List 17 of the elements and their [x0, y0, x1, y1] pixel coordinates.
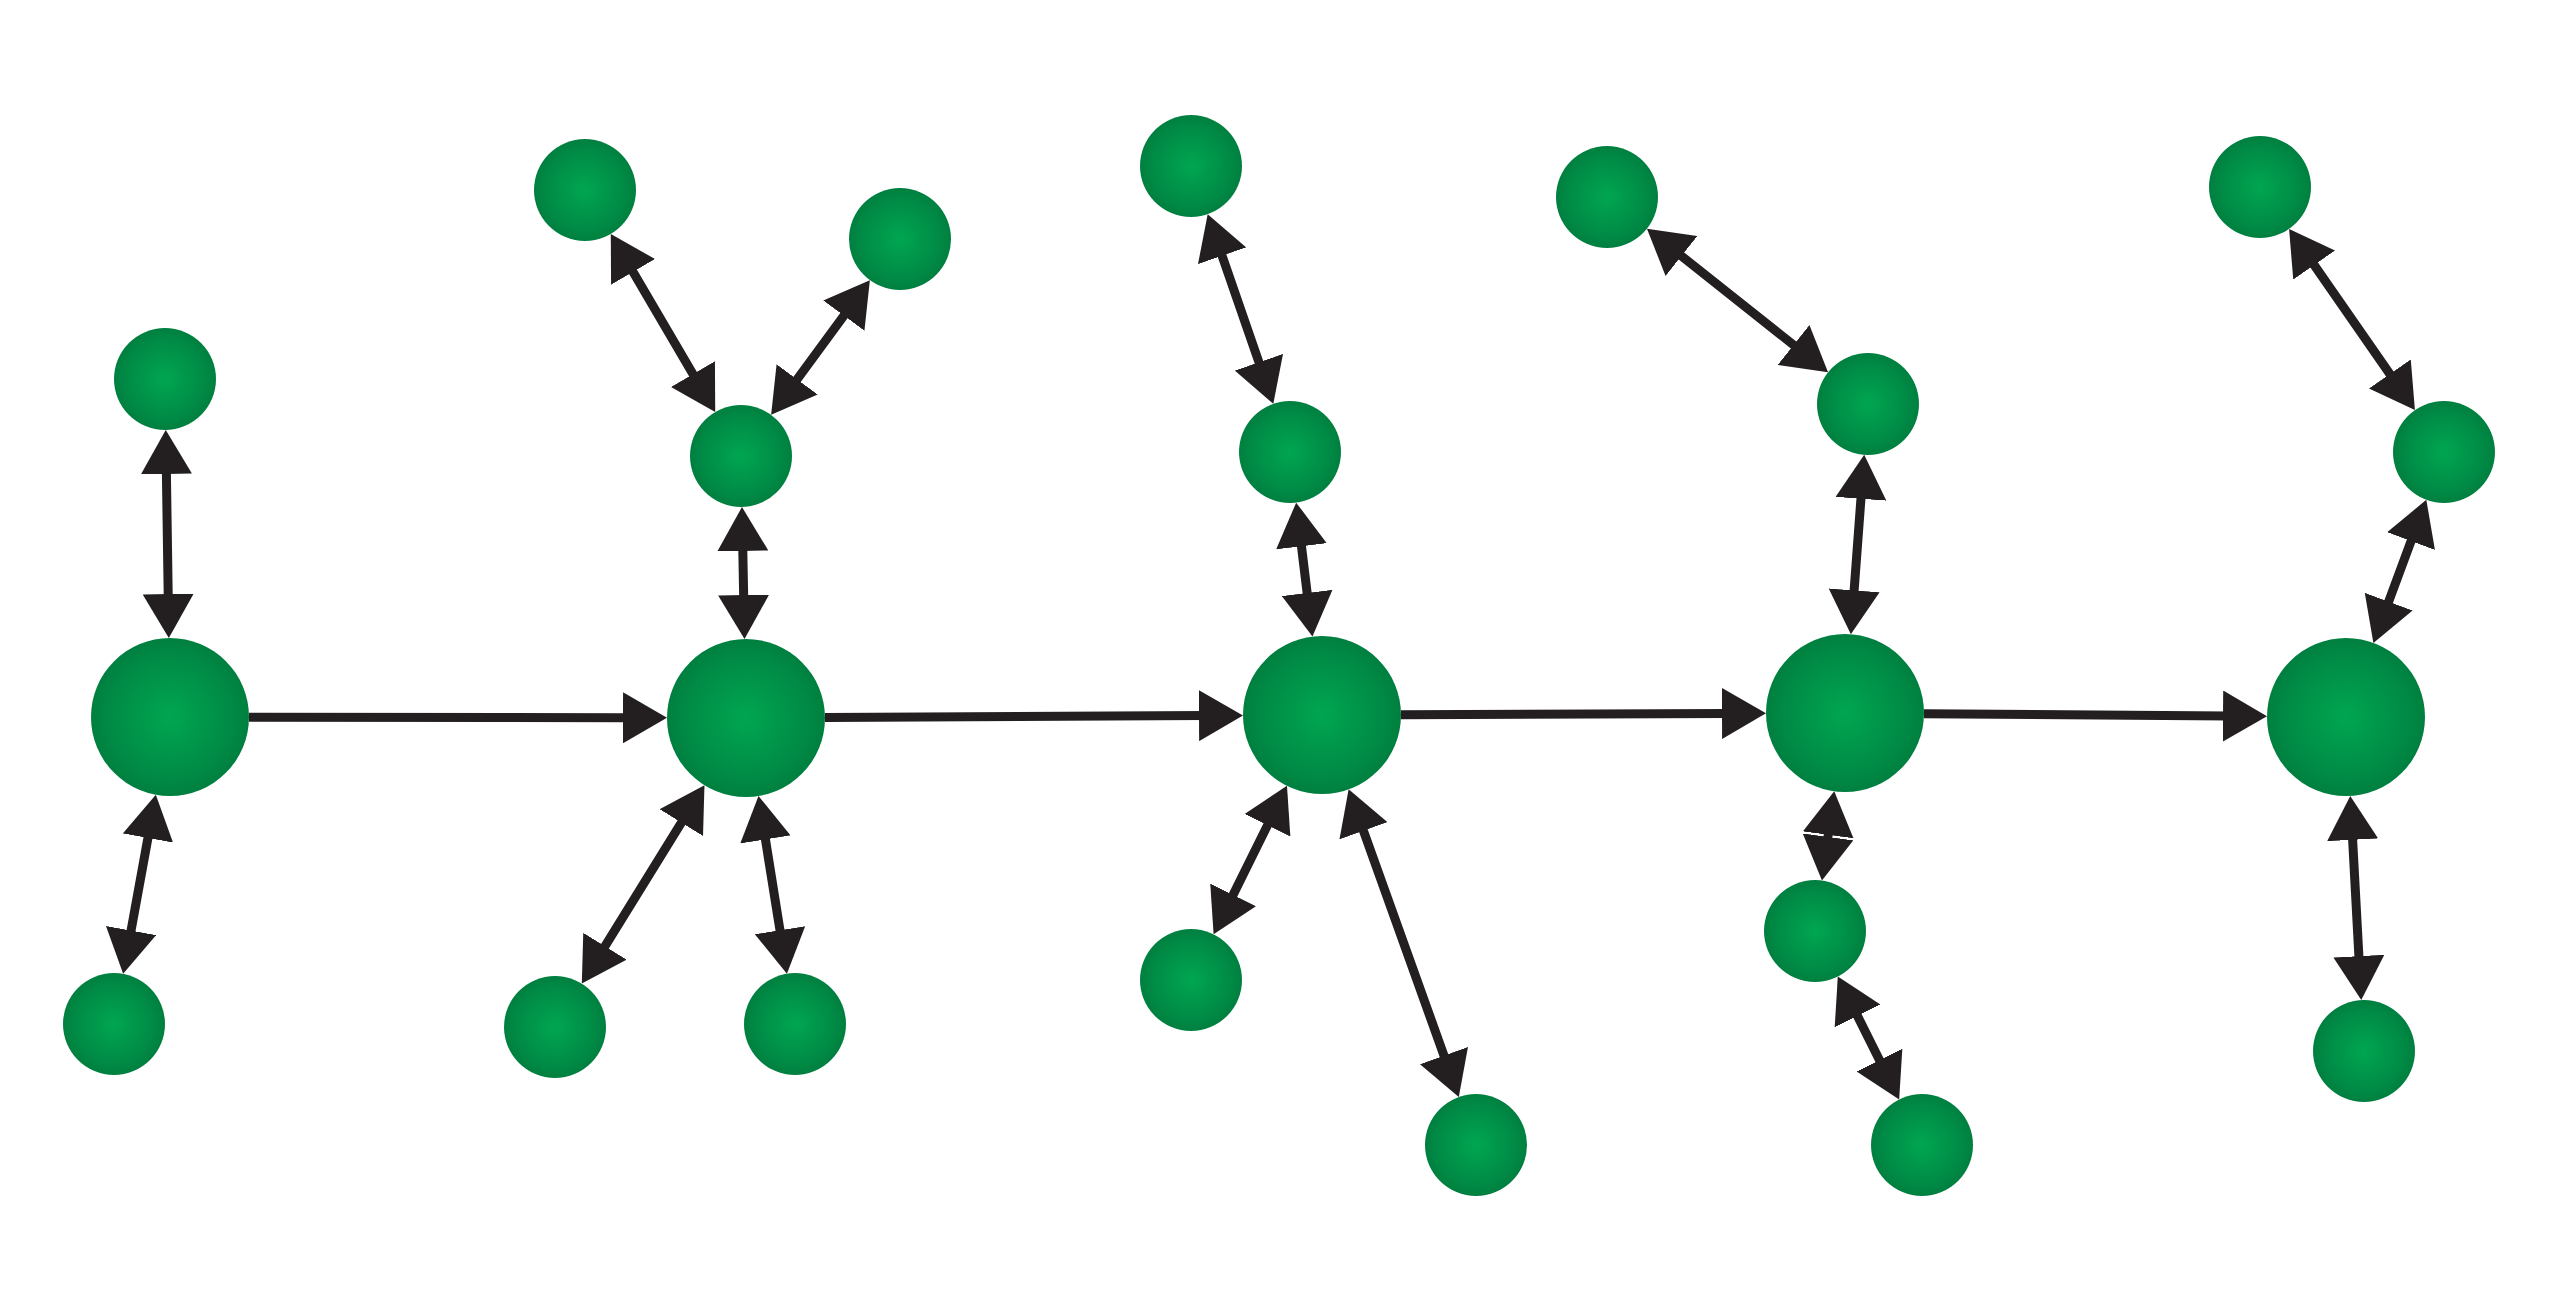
- arrow: [824, 690, 1244, 742]
- double-headed-arrow: [1198, 212, 1283, 406]
- double-headed-arrow: [140, 429, 194, 639]
- double-headed-arrow: [1802, 790, 1854, 882]
- double-headed-arrow: [1339, 787, 1468, 1099]
- double-headed-arrow: [740, 795, 806, 975]
- double-headed-arrow: [2327, 795, 2385, 1001]
- double-headed-arrow: [1828, 454, 1887, 635]
- double-headed-arrow: [105, 793, 173, 975]
- double-headed-arrow: [1833, 974, 1904, 1102]
- double-headed-arrow: [2364, 498, 2435, 645]
- double-headed-arrow: [1276, 502, 1333, 638]
- double-headed-arrow: [1209, 783, 1292, 937]
- double-headed-arrow: [717, 506, 770, 640]
- arrow: [1400, 687, 1767, 739]
- arrow: [1923, 690, 2268, 742]
- arrow: [249, 692, 667, 744]
